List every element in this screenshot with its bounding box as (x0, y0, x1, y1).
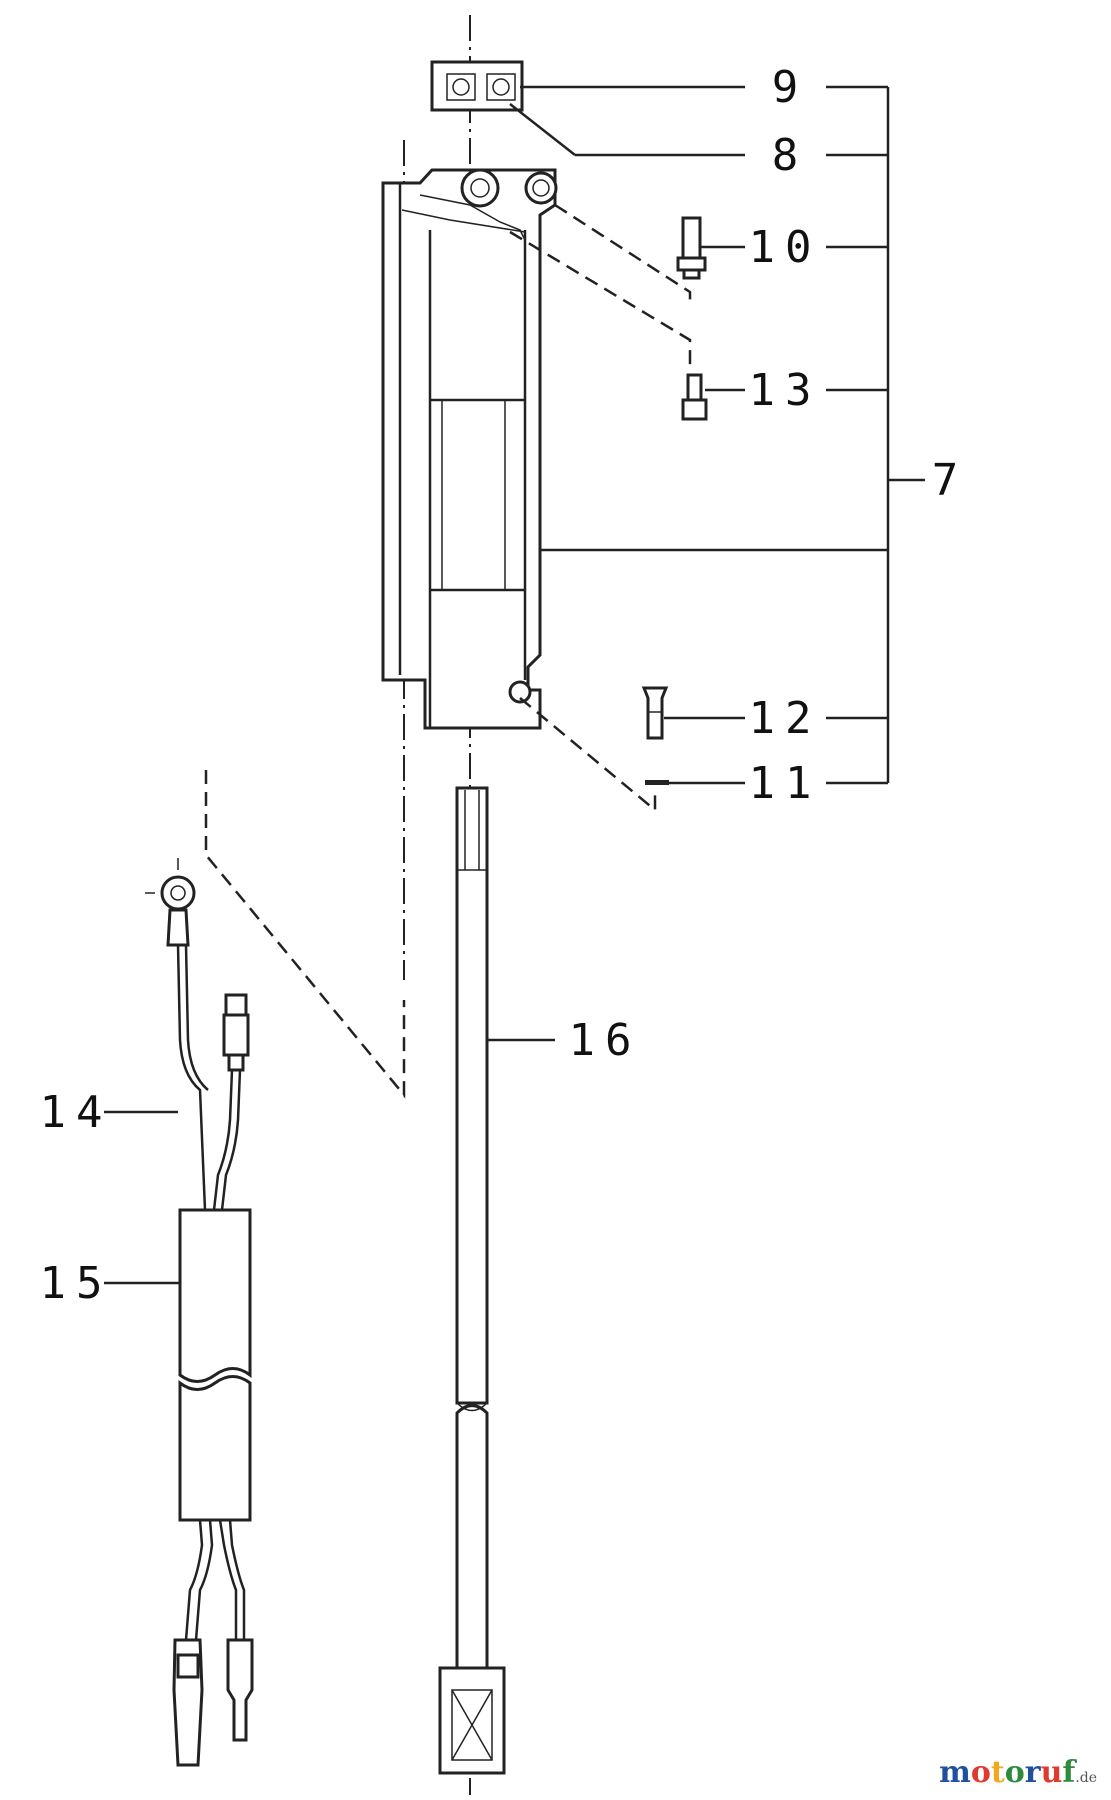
motoruf-logo: motoruf.de (939, 1755, 1097, 1790)
label-part-14: 14 (40, 1087, 113, 1138)
label-part-7: 7 (932, 455, 969, 506)
assembly-line-bolt-10 (554, 203, 692, 300)
label-part-15: 15 (40, 1258, 113, 1309)
housing-part (381, 168, 558, 730)
logo-letter: m (939, 1755, 971, 1790)
label-part-10: 10 (749, 222, 822, 273)
logo-letter: t (990, 1755, 1005, 1790)
assembly-line-harness (204, 770, 406, 1099)
washer-part-11 (645, 780, 669, 785)
logo-letter: u (1040, 1755, 1063, 1790)
label-part-13: 13 (749, 365, 822, 416)
logo-tld: .de (1075, 1770, 1097, 1786)
label-part-16: 16 (569, 1015, 642, 1066)
assembly-line-pin-12 (519, 697, 657, 813)
label-part-11: 11 (749, 758, 822, 809)
clamp-block-part (430, 60, 524, 112)
bolt-part-10 (676, 216, 707, 280)
logo-letter: o (1004, 1755, 1025, 1790)
leader-lines (104, 85, 925, 1285)
assembly-line-screw-13 (509, 230, 692, 372)
logo-letter: o (970, 1755, 991, 1790)
screw-part-13 (681, 373, 708, 421)
label-part-8: 8 (772, 130, 809, 181)
label-part-9: 9 (772, 62, 809, 113)
label-part-12: 12 (749, 693, 822, 744)
wire-harness-part (145, 858, 254, 1767)
pin-part-12 (641, 686, 669, 740)
logo-letter: r (1024, 1755, 1041, 1790)
logo-letter: f (1062, 1755, 1076, 1790)
shaft-part-16 (438, 786, 506, 1775)
